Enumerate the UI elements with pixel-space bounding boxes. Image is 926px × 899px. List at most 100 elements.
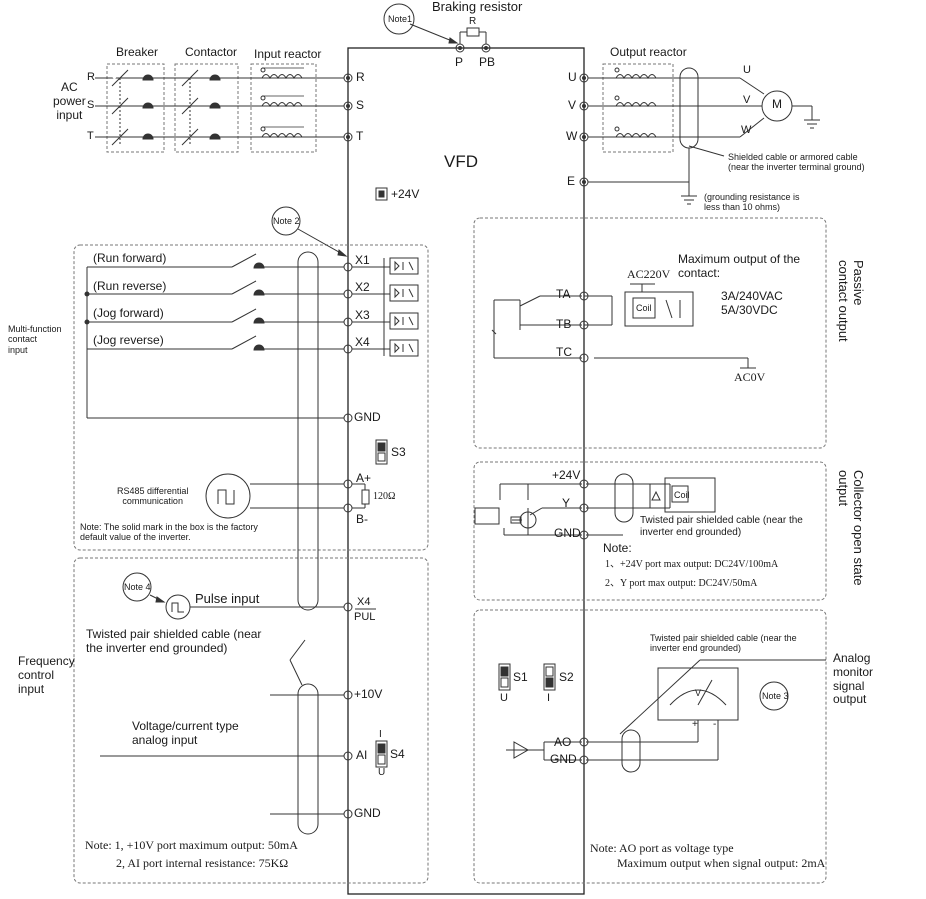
p-terminal-label: P	[455, 55, 464, 69]
motor-phase-w: W	[741, 124, 752, 136]
collector-diode	[651, 490, 661, 501]
collector-section-box	[473, 461, 827, 601]
analog-out-cable-shield	[621, 729, 641, 773]
optocouplers	[352, 257, 419, 357]
collector-coil-label: Coil	[674, 490, 690, 500]
e-terminal-label: E	[567, 174, 576, 188]
input-label-jog-reverse: (Jog reverse)	[93, 333, 164, 347]
analog-twisted-label: Twisted pair shielded cable (near the in…	[650, 633, 797, 654]
relay-coil	[632, 297, 656, 319]
grounding-label: (grounding resistance is less than 10 oh…	[704, 192, 800, 213]
s1-sub-label: U	[500, 692, 508, 704]
terminal-ta: TA	[556, 287, 571, 301]
terminal-tc: TC	[556, 345, 572, 359]
s4-label: S4	[390, 747, 405, 761]
e-terminal	[579, 145, 725, 205]
braking-resistor-wiring	[409, 23, 491, 53]
ac0v-label: AC0V	[734, 370, 766, 384]
passive-contact-label: Passive contact output	[835, 260, 866, 342]
note4-label: Note 4	[124, 582, 151, 592]
terminal-x1: X1	[355, 253, 370, 267]
output-reactor-label: Output reactor	[610, 45, 687, 59]
collector-wiring	[499, 479, 671, 540]
breaker-switches	[111, 66, 154, 146]
terminal-gnd-analog-out: GND	[550, 752, 577, 766]
s2-sub-label: I	[547, 692, 551, 704]
factory-default-note: Note: The solid mark in the box is the f…	[80, 522, 258, 543]
input-section-box	[73, 244, 429, 551]
terminal-tb: TB	[556, 317, 572, 331]
s4-top-label: I	[379, 729, 382, 740]
frequency-control-label: Frequency control input	[18, 654, 75, 696]
terminal-x2: X2	[355, 280, 370, 294]
collector-note-label: Note:	[603, 541, 632, 555]
ac-power-input-label: AC power input	[53, 80, 86, 122]
analog-input-label: Voltage/current type analog input	[132, 719, 239, 747]
note4-circle	[122, 572, 152, 602]
collector-note2: 2、Y port max output: DC24V/50mA	[605, 578, 758, 589]
vfd-terminal-r: R	[356, 70, 365, 84]
relay-ratings-label: 3A/240VAC 5A/30VDC	[721, 289, 783, 317]
ac220-label: AC220V	[627, 267, 671, 281]
analog-out-section-box	[473, 609, 827, 884]
analog-cable-shield	[297, 683, 319, 835]
terminal-gnd-analog: GND	[354, 806, 381, 820]
rs485-wiring	[250, 479, 370, 513]
terminal-a-plus: A+	[356, 471, 372, 485]
analog-wiring	[100, 690, 353, 819]
input-reactor-box	[250, 63, 317, 153]
breaker-box	[106, 63, 165, 153]
s1-label: S1	[513, 670, 528, 684]
vfd-terminal-v: V	[568, 98, 577, 112]
motor-phase-v: V	[743, 94, 751, 106]
terminal-ao: AO	[554, 735, 572, 749]
power-output-lines	[579, 67, 765, 142]
note1-label: Note1	[388, 14, 413, 24]
terminal-pul: PUL	[354, 611, 376, 623]
note2-circle	[271, 206, 301, 236]
relay-coil-label: Coil	[636, 303, 652, 313]
vfd-terminal-u: U	[568, 70, 577, 84]
section-boxes	[73, 63, 827, 884]
s2-label: S2	[559, 670, 574, 684]
freq-note-line2: 2, AI port internal resistance: 75KΩ	[116, 856, 289, 870]
collector-transistor	[519, 511, 537, 529]
resistor-r-label: R	[469, 16, 477, 27]
pulse-wiring	[190, 602, 376, 612]
shielded-cable-label: Shielded cable or armored cable (near th…	[728, 152, 865, 173]
meter-minus-label: -	[713, 719, 717, 730]
vfd-body	[347, 47, 585, 895]
terminal-plus24-collector: +24V	[552, 468, 581, 482]
s4-jumper	[375, 740, 388, 768]
collector-twisted-label: Twisted pair shielded cable (near the in…	[640, 515, 803, 538]
phase-in-r: R	[87, 71, 95, 83]
terminal-x3: X3	[355, 308, 370, 322]
terminal-x4-pulse: X4	[357, 596, 371, 608]
relay-wiring	[491, 291, 756, 369]
terminal-ai: AI	[356, 748, 368, 762]
analog-out-wiring	[506, 659, 826, 765]
plus24-terminal	[375, 187, 388, 201]
note3-circle	[759, 681, 789, 711]
note1-circle	[383, 3, 415, 35]
s3-label: S3	[391, 445, 406, 459]
input-label-run-forward: (Run forward)	[93, 251, 167, 265]
collector-resistor	[510, 516, 522, 524]
multi-function-label: Multi-function contact input	[8, 324, 62, 355]
rs485-source	[205, 473, 251, 519]
power-input-lines	[95, 73, 353, 142]
rs485-label: RS485 differential communication	[117, 486, 189, 507]
analog-note-line1: Note: AO port as voltage type	[590, 841, 734, 855]
freq-twisted-label: Twisted pair shielded cable (near the in…	[86, 627, 262, 655]
max-output-label: Maximum output of the contact:	[678, 252, 801, 280]
motor-phase-u: U	[743, 64, 751, 76]
breaker-label: Breaker	[116, 45, 159, 59]
output-cable-shield	[679, 67, 699, 149]
s3-jumper	[375, 439, 388, 465]
relay-coil-box	[624, 291, 694, 327]
input-reactor-label: Input reactor	[254, 47, 322, 61]
relay-section-box	[473, 217, 827, 449]
collector-relay-box	[664, 477, 716, 513]
input-switch-wiring	[84, 253, 353, 423]
pb-terminal-label: PB	[479, 55, 496, 69]
